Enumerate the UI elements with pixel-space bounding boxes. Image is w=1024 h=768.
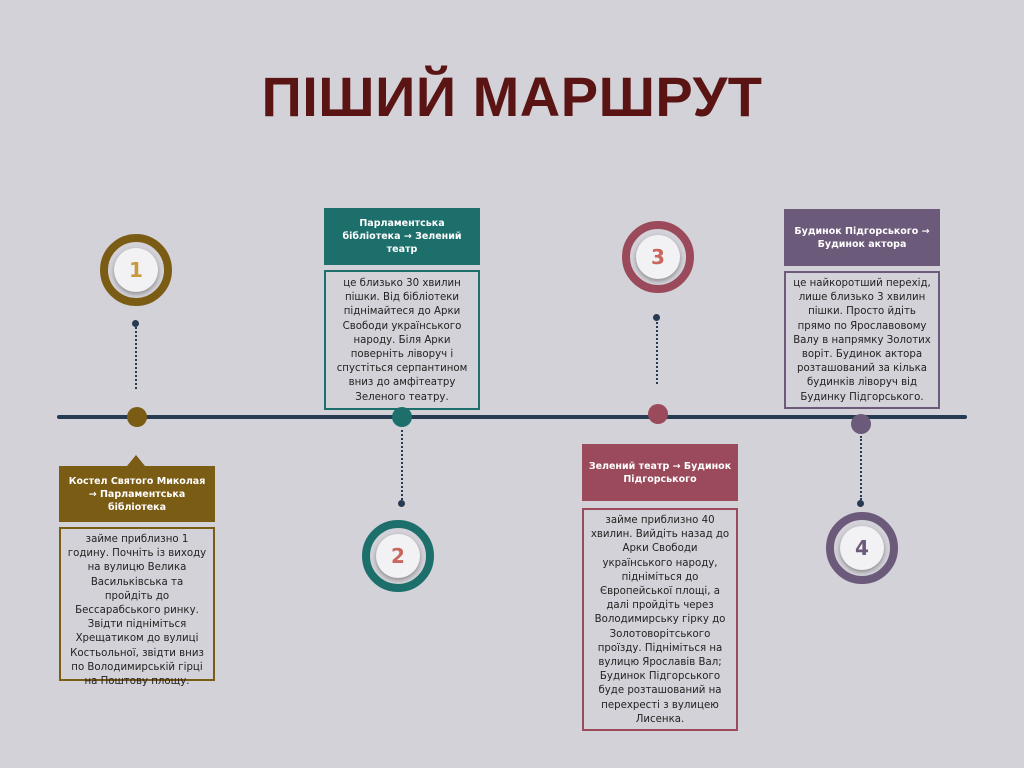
step-1-connector-pin (132, 320, 139, 327)
step-2-connector-pin (398, 500, 405, 507)
step-1-description: займе приблизно 1 годину. Почніть із вих… (59, 527, 215, 687)
timeline-line (57, 415, 967, 419)
step-3-number: 3 (636, 235, 680, 279)
step-3-badge: 3 (622, 221, 694, 293)
step-3-connector-line (656, 322, 658, 384)
step-4-description: це найкоротший перехід, лише близько 3 х… (784, 271, 940, 409)
step-2-badge: 2 (362, 520, 434, 592)
step-1-pointer (127, 455, 145, 466)
step-4-connector-line (860, 436, 862, 500)
step-3-heading: Зелений театр → Будинок Підгорського (582, 444, 738, 501)
step-3-description: займе приблизно 40 хвилин. Вийдіть назад… (582, 508, 738, 731)
step-4-heading: Будинок Підгорського → Будинок актора (784, 209, 940, 266)
step-1-heading: Костел Святого Миколая → Парламентська б… (59, 466, 215, 522)
page-title: ПІШИЙ МАРШРУТ (261, 65, 763, 128)
step-4-timeline-dot (851, 414, 871, 434)
step-3-connector-pin (653, 314, 660, 321)
step-1-badge: 1 (100, 234, 172, 306)
step-2-heading: Парламентська бібліотека → Зелений театр (324, 208, 480, 265)
step-3-timeline-dot (648, 404, 668, 424)
step-4-number: 4 (840, 526, 884, 570)
step-2-number: 2 (376, 534, 420, 578)
step-4-badge: 4 (826, 512, 898, 584)
step-4-connector-pin (857, 500, 864, 507)
step-2-connector-line (401, 430, 403, 500)
step-1-number: 1 (114, 248, 158, 292)
step-2-description: це близько 30 хвилин пішки. Від бібліоте… (324, 270, 480, 410)
step-1-timeline-dot (127, 407, 147, 427)
step-1-connector-line (135, 327, 137, 389)
step-2-timeline-dot (392, 407, 412, 427)
